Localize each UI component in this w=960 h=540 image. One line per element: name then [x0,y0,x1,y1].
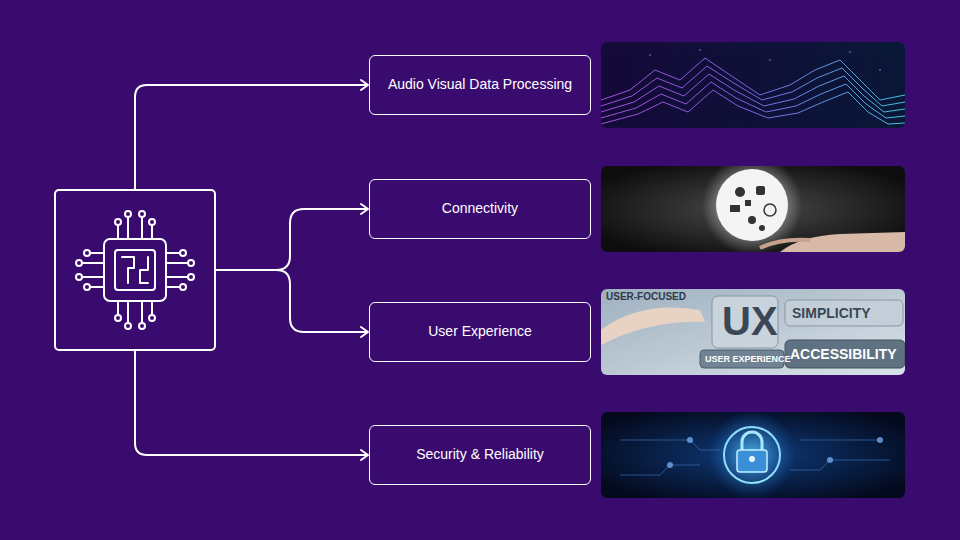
process-box: Audio Visual Data Processing [369,55,591,115]
waveform-image [601,42,905,128]
box-label: Audio Visual Data Processing [388,76,572,94]
process-box: User Experience [369,302,591,362]
ux-image [601,289,905,375]
image-text: ACCESSIBILITY [790,347,897,361]
box-label: Connectivity [442,200,518,218]
process-box: Connectivity [369,179,591,239]
image-text: SIMPLICITY [792,306,871,320]
image-text: UX [722,301,778,341]
process-box: Security & Reliability [369,425,591,485]
box-label: User Experience [428,323,532,341]
security-image [601,412,905,498]
chip-icon [55,190,215,350]
image-text: USER-FOCUSED [606,292,686,302]
box-label: Security & Reliability [416,446,544,464]
connectivity-image [601,166,905,252]
image-text: USER EXPERIENCE [705,355,791,364]
